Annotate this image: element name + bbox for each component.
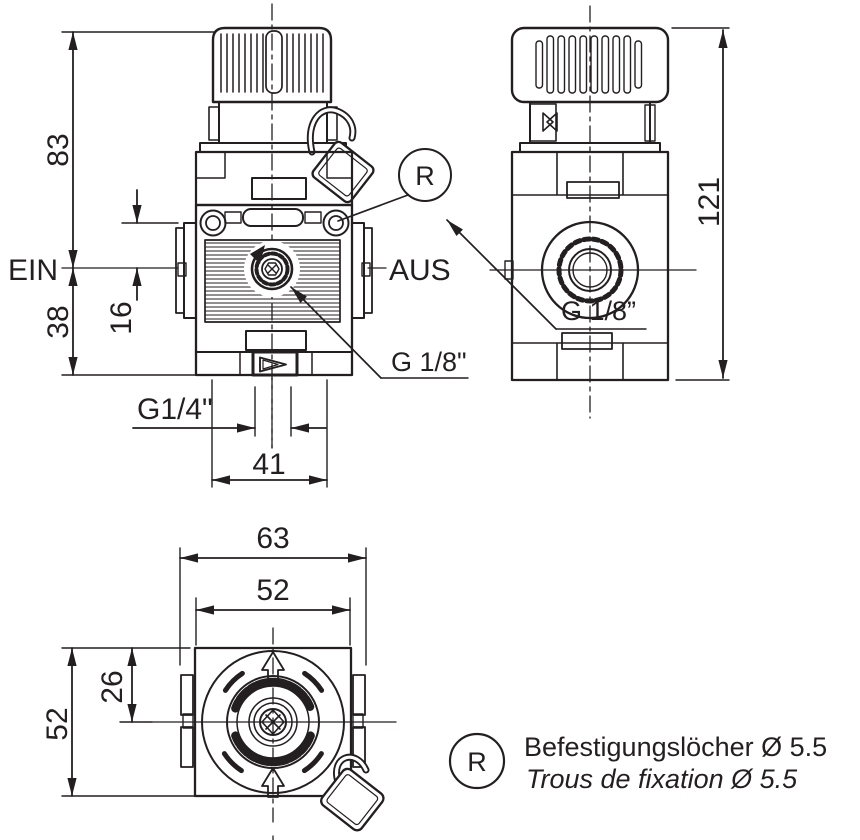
legend-symbol: R xyxy=(467,747,487,777)
side-gauge-port xyxy=(540,220,640,320)
top-body xyxy=(180,646,385,832)
padlock-icon xyxy=(306,106,375,204)
side-knob xyxy=(510,26,670,104)
dim-41-label: 41 xyxy=(252,448,285,481)
labels: 83 38 16 EIN AUS G 1/8" G1/4" 41 R 121 G… xyxy=(8,133,827,794)
dim-16-label: 16 xyxy=(105,301,138,334)
engraving-top xyxy=(231,677,315,713)
legend-line2-fr: Trous de fixation Ø 5.5 xyxy=(526,764,798,794)
gauge-port-leader xyxy=(290,286,382,379)
legend-r-balloon xyxy=(448,732,506,790)
dim-52-width-label: 52 xyxy=(256,574,289,607)
legend-line1-de: Befestigungslöcher Ø 5.5 xyxy=(524,732,827,762)
dim-26-label: 26 xyxy=(96,670,129,703)
dim-83-label: 83 xyxy=(42,133,75,166)
legend xyxy=(448,732,506,790)
lock-tab-icon xyxy=(542,112,558,132)
side-dimensions xyxy=(446,27,730,381)
front-main-body xyxy=(194,203,354,377)
top-dimensions xyxy=(61,547,367,797)
side-view xyxy=(446,5,730,419)
side-gauge-leader xyxy=(446,219,557,330)
top-view xyxy=(61,547,397,840)
adjusting-knob xyxy=(211,26,333,104)
index-arrow-bottom xyxy=(261,767,285,798)
flow-direction-icon xyxy=(259,356,287,373)
side-gauge-port-label: G 1/8” xyxy=(561,296,636,326)
index-arrow-top xyxy=(261,651,285,682)
top-knob xyxy=(201,650,345,798)
inlet-port xyxy=(175,222,197,319)
dim-52-depth-label: 52 xyxy=(41,707,74,740)
front-top-slot xyxy=(242,208,304,227)
r-callout-label: R xyxy=(415,161,435,191)
front-view xyxy=(61,3,469,488)
bottom-port-label: G1/4" xyxy=(137,393,213,426)
ein-label: EIN xyxy=(8,254,58,287)
gauge-dial xyxy=(244,241,300,297)
r-callout xyxy=(337,148,452,222)
dim-38-label: 38 xyxy=(42,305,75,338)
front-bottom-label xyxy=(245,330,307,351)
front-dimensions xyxy=(61,31,469,488)
side-neck xyxy=(519,101,661,153)
bottom-port-box xyxy=(251,350,299,377)
engraving-bottom xyxy=(231,731,315,767)
front-port-centerline xyxy=(61,245,387,293)
dim-121-label: 121 xyxy=(693,177,726,227)
outlet-port xyxy=(351,222,373,319)
mounting-hole-right xyxy=(322,209,350,237)
front-gauge-port-label: G 1/8" xyxy=(391,347,467,377)
side-body xyxy=(504,150,670,382)
aus-label: AUS xyxy=(389,254,451,287)
mounting-hole-left xyxy=(199,209,227,237)
dim-63-label: 63 xyxy=(256,522,289,555)
top-padlock-icon xyxy=(320,753,385,832)
